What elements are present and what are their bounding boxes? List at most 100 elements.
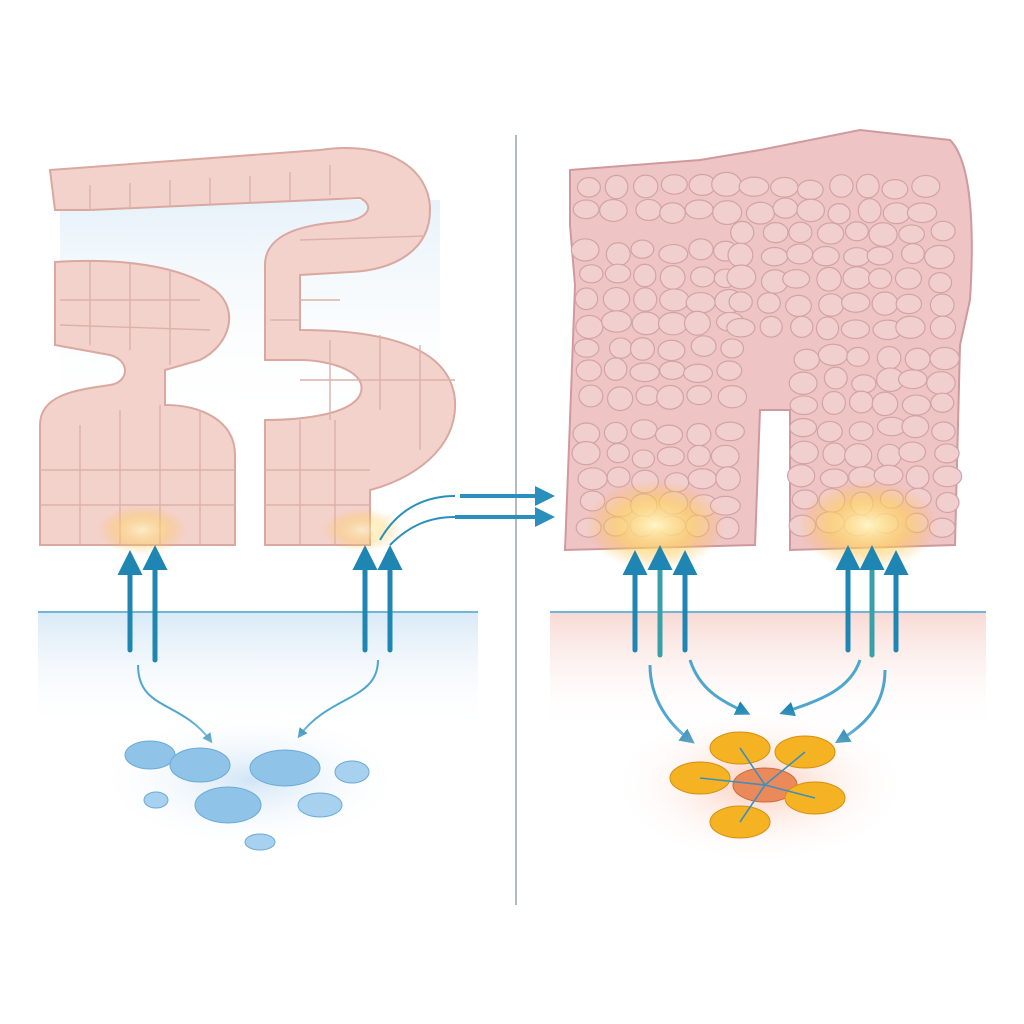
tissue-cell [635, 198, 662, 222]
tissue-cell [789, 395, 819, 416]
tissue-cell [760, 246, 789, 267]
tissue-cell [630, 239, 655, 259]
transition-connector-upper [379, 495, 456, 541]
tissue-cell [656, 446, 685, 467]
tissue-cell [844, 221, 869, 242]
tissue-cell [762, 222, 789, 244]
right-tissue [563, 128, 973, 570]
tissue-cell [571, 440, 601, 466]
left-tissue-cells [40, 165, 455, 545]
tissue-cell [606, 386, 634, 412]
tissue-cell [657, 311, 689, 336]
tissue-cell [631, 449, 656, 469]
tissue-cell [846, 346, 870, 367]
tissue-cell [868, 267, 893, 290]
tissue-cell [656, 384, 685, 410]
tissue-cell [816, 222, 845, 245]
left-cell-3 [249, 749, 321, 787]
tissue-cell [660, 174, 688, 195]
tissue-cell [816, 266, 842, 292]
tissue-cell [687, 444, 711, 467]
tissue-cell [818, 293, 845, 317]
tissue-cell [932, 465, 963, 488]
tissue-cell [904, 347, 931, 371]
tissue-cell [786, 243, 814, 265]
tissue-cell [690, 335, 717, 357]
tissue-cell [823, 366, 848, 390]
tissue-cell [759, 315, 783, 338]
transition-arrow-lower [455, 507, 555, 527]
tissue-cell [715, 466, 741, 491]
tissue-cell [842, 266, 872, 290]
tissue-cell [857, 198, 882, 224]
tissue-cell [935, 491, 960, 514]
tissue-cell [659, 202, 686, 224]
left-cell-7 [143, 791, 169, 809]
tissue-cell [901, 415, 930, 439]
tissue-cell [659, 360, 686, 381]
tissue-cell [631, 311, 661, 336]
tissue-cell [786, 464, 816, 488]
tissue-cell [931, 421, 956, 442]
tissue-cell [876, 345, 902, 370]
tissue-cell [848, 421, 874, 442]
tissue-cell [577, 467, 608, 491]
tissue-cell [924, 244, 955, 270]
tissue-cell [929, 293, 955, 317]
tissue-cell [716, 360, 743, 381]
tissue-cell [788, 221, 813, 244]
tissue-cell [745, 201, 776, 225]
tissue-cell [604, 174, 629, 200]
tissue-cell [687, 468, 718, 490]
tissue-cell [683, 310, 711, 336]
right-signal-arrows [622, 545, 909, 658]
tissue-cell [829, 174, 854, 198]
tissue-cell [871, 291, 899, 316]
tissue-cell [659, 265, 686, 290]
tissue-cell [816, 420, 843, 443]
tissue-cell [789, 418, 818, 438]
left-cell-1 [124, 740, 176, 770]
tissue-cell [881, 178, 909, 200]
left-signal-arrows [117, 545, 403, 663]
tissue-cell [608, 337, 633, 359]
right-cluster [610, 705, 910, 865]
left-cell-2 [169, 747, 231, 783]
tissue-cell [570, 238, 600, 262]
tissue-cell [633, 287, 658, 312]
tissue-cell [796, 179, 824, 201]
tissue-cell [930, 220, 956, 242]
tissue-cell [720, 338, 745, 359]
tissue-cell [815, 316, 840, 341]
tissue-cell [575, 359, 603, 382]
tissue-cell [633, 263, 657, 288]
tissue-cell [659, 288, 690, 312]
tissue-cell [772, 197, 799, 219]
tissue-cell [601, 310, 633, 333]
tissue-cell [770, 176, 799, 198]
tissue-cell [929, 315, 957, 340]
tissue-cell [911, 174, 941, 198]
tissue-cell [840, 319, 871, 340]
tissue-cell [866, 246, 894, 266]
tissue-cell [934, 443, 960, 464]
tissue-cell [603, 357, 628, 381]
tissue-cell [629, 362, 660, 383]
tissue-cell [855, 173, 880, 199]
tissue-cell [712, 200, 743, 226]
tissue-cell [573, 338, 600, 358]
tissue-cell [756, 292, 781, 314]
tissue-cell [738, 176, 770, 197]
tissue-cell [882, 202, 911, 225]
tissue-cell [684, 199, 714, 220]
right-cluster-links [699, 747, 816, 823]
tissue-cell [727, 242, 754, 268]
tissue-cell [574, 287, 599, 311]
tissue-cell [685, 291, 716, 314]
tissue-cell [898, 224, 925, 245]
tissue-cell [897, 369, 928, 390]
tissue-cell [717, 384, 748, 409]
tissue-cell [683, 363, 714, 384]
tissue-cell [895, 315, 926, 339]
